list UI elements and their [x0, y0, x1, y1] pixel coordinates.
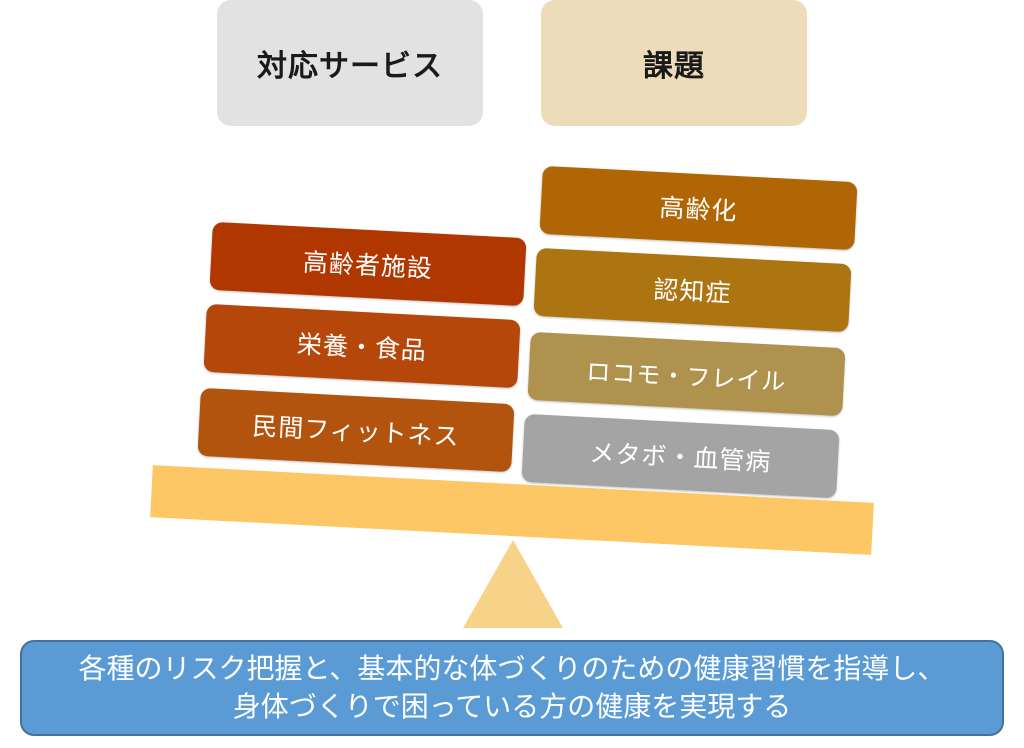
- service-label: 高齢者施設: [302, 247, 434, 284]
- issue-block-dementia: 認知症: [533, 247, 852, 333]
- fulcrum-triangle: [463, 540, 563, 628]
- issue-label: メタボ・血管病: [588, 438, 773, 477]
- issue-label: ロコモ・フレイル: [585, 357, 787, 396]
- issue-label: 認知症: [652, 274, 733, 309]
- summary-message-box: 各種のリスク把握と、基本的な体づくりのための健康習慣を指導し、 身体づくりで困っ…: [20, 640, 1004, 736]
- summary-line-1: 各種のリスク把握と、基本的な体づくりのための健康習慣を指導し、: [78, 652, 946, 685]
- service-label: 栄養・食品: [296, 329, 428, 366]
- issue-block-aging: 高齢化: [539, 165, 858, 251]
- service-block-elderly-facility: 高齢者施設: [209, 221, 527, 307]
- services-header: 対応サービス: [217, 0, 483, 126]
- services-header-label: 対応サービス: [257, 49, 443, 84]
- summary-line-2: 身体づくりで困っている方の健康を実現する: [232, 690, 792, 723]
- issue-block-metabo-vascular: メタボ・血管病: [521, 413, 840, 499]
- issues-header-label: 課題: [643, 49, 705, 84]
- issue-block-locomo-frailty: ロコモ・フレイル: [527, 331, 846, 417]
- service-label: 民間フィットネス: [251, 411, 461, 452]
- issue-label: 高齢化: [658, 192, 739, 227]
- service-block-nutrition-food: 栄養・食品: [203, 303, 521, 389]
- issues-header: 課題: [541, 0, 807, 126]
- seesaw-fulcrum: [463, 540, 563, 628]
- service-block-private-fitness: 民間フィットネス: [197, 387, 515, 473]
